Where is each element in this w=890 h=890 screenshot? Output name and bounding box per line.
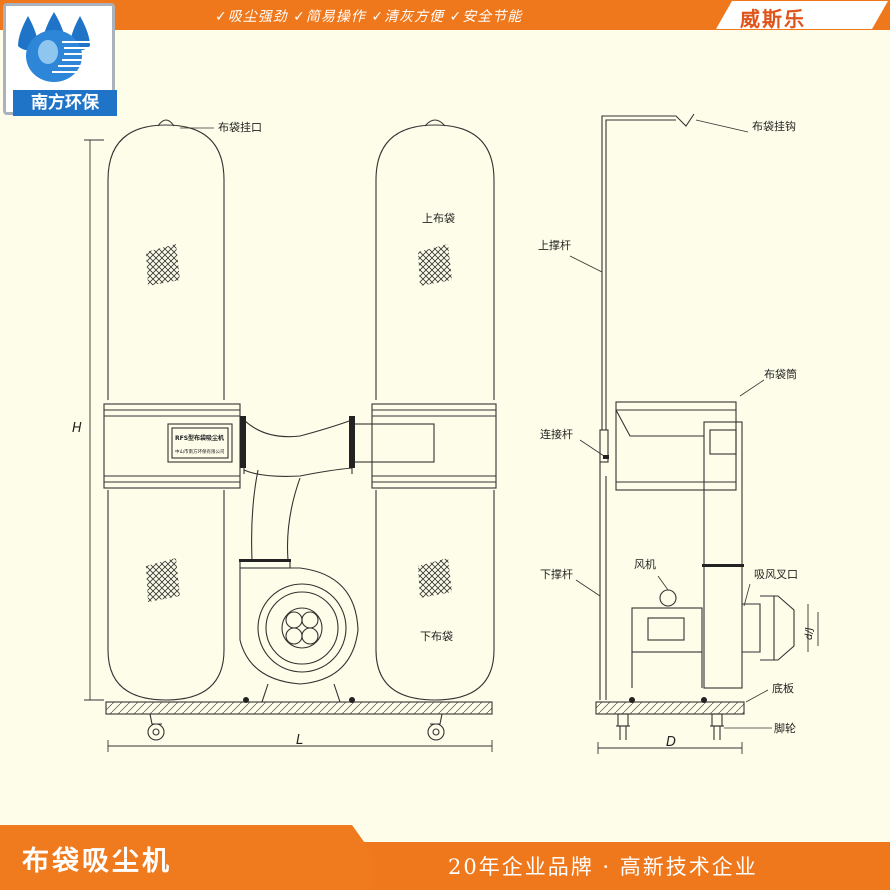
nameplate-title: RFS型布袋吸尘机 <box>175 434 224 442</box>
left-upper-bag <box>107 124 225 400</box>
label-bag-hanger: 布袋挂口 <box>218 120 262 134</box>
label-lower-bag: 下布袋 <box>420 629 453 643</box>
bag-hatch-marks <box>146 244 452 602</box>
front-caster-right <box>427 713 445 741</box>
footer-tagline: 20年企业品牌 · 高新技术企业 <box>448 855 758 879</box>
side-caster-left <box>616 713 630 740</box>
company-logo: 南方环保 <box>3 3 117 116</box>
label-caster: 脚轮 <box>774 721 796 735</box>
side-base-plate <box>595 701 745 715</box>
dim-depth: D <box>666 735 676 750</box>
motor <box>631 607 703 653</box>
side-caster-right <box>710 713 724 740</box>
label-connect-rod: 连接杆 <box>540 427 573 441</box>
nameplate <box>167 423 233 463</box>
label-hook: 布袋挂钩 <box>752 119 796 133</box>
right-upper-bag <box>375 124 495 400</box>
bag-tube <box>615 401 737 491</box>
inlet <box>742 603 761 653</box>
front-view <box>103 119 497 703</box>
upper-rod <box>601 113 695 430</box>
label-lower-rod: 下撑杆 <box>540 567 573 581</box>
label-inlet: 吸风叉口 <box>754 568 798 581</box>
logo-text: 南方环保 <box>13 90 117 116</box>
fan-housing <box>239 567 359 685</box>
bolts <box>239 416 744 703</box>
product-title: 布袋吸尘机 <box>22 846 172 877</box>
water-drop-icon <box>18 12 104 82</box>
header-slogans: ✓吸尘强劲 ✓简易操作 ✓清灰方便 ✓安全节能 <box>215 9 523 25</box>
left-lower-bag <box>107 490 225 701</box>
fan-body <box>703 421 743 689</box>
brand-badge <box>716 1 888 29</box>
connector <box>599 429 609 463</box>
label-bag-tube: 布袋筒 <box>764 367 797 381</box>
footer-bar-left <box>0 825 372 890</box>
duct <box>243 419 353 438</box>
dim-inlet: d/J <box>804 627 815 640</box>
right-lower-bag <box>375 490 495 701</box>
side-view <box>599 113 795 700</box>
nameplate-maker: 中山市南方环保有限公司 <box>175 448 225 455</box>
front-caster-left <box>147 713 165 741</box>
dim-length: L <box>296 733 303 748</box>
label-upper-rod: 上撑杆 <box>538 238 571 252</box>
right-drum <box>371 403 497 489</box>
brand-name: 威斯乐 <box>740 7 806 31</box>
dim-height: H <box>72 421 82 436</box>
label-base: 底板 <box>772 681 794 695</box>
footer-bar-right <box>356 842 890 890</box>
label-fan: 风机 <box>634 557 656 571</box>
label-upper-bag: 上布袋 <box>422 211 455 225</box>
front-base-plate <box>105 701 493 715</box>
